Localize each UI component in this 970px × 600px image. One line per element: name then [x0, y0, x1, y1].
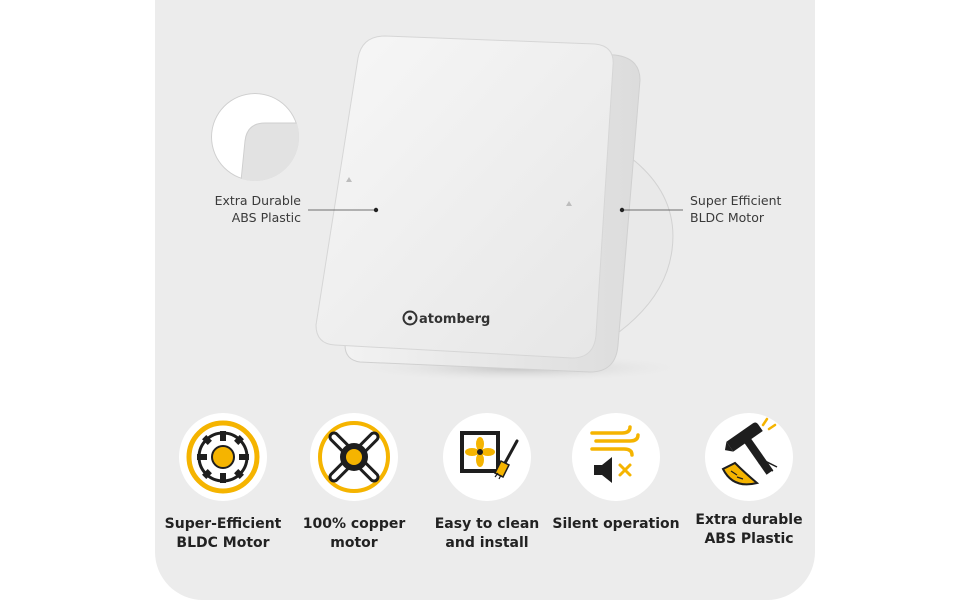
feature-label: Silent operation: [552, 516, 680, 532]
feature-copper-motor: 100% copper motor: [289, 413, 419, 553]
feature-label: Super-Efficient BLDC Motor: [164, 516, 282, 551]
callout-bldc-motor: Super Efficient BLDC Motor: [690, 193, 782, 225]
feature-label: 100% copper motor: [302, 516, 406, 551]
feature-label: Easy to clean and install: [434, 516, 540, 551]
brand-logo-text: atomberg: [419, 312, 490, 327]
bldc-motor-icon: [186, 420, 260, 494]
feature-silent-operation: Silent operation: [551, 413, 681, 534]
fan-brush-icon: [460, 431, 519, 480]
feature-label: Extra durable ABS Plastic: [695, 512, 803, 547]
exhaust-fan-image: atomberg: [308, 35, 690, 382]
muted-speaker-wind-icon: [590, 425, 640, 483]
material-zoom-circle: [211, 93, 299, 181]
feature-durable-abs: Extra durable ABS Plastic: [684, 413, 814, 549]
copper-winding-icon: [318, 421, 390, 493]
feature-bldc-motor: Super-Efficient BLDC Motor: [158, 413, 288, 553]
callout-abs-plastic: Extra Durable ABS Plastic: [214, 193, 301, 225]
hammer-impact-icon: [721, 417, 778, 486]
feature-easy-clean: Easy to clean and install: [422, 413, 552, 553]
